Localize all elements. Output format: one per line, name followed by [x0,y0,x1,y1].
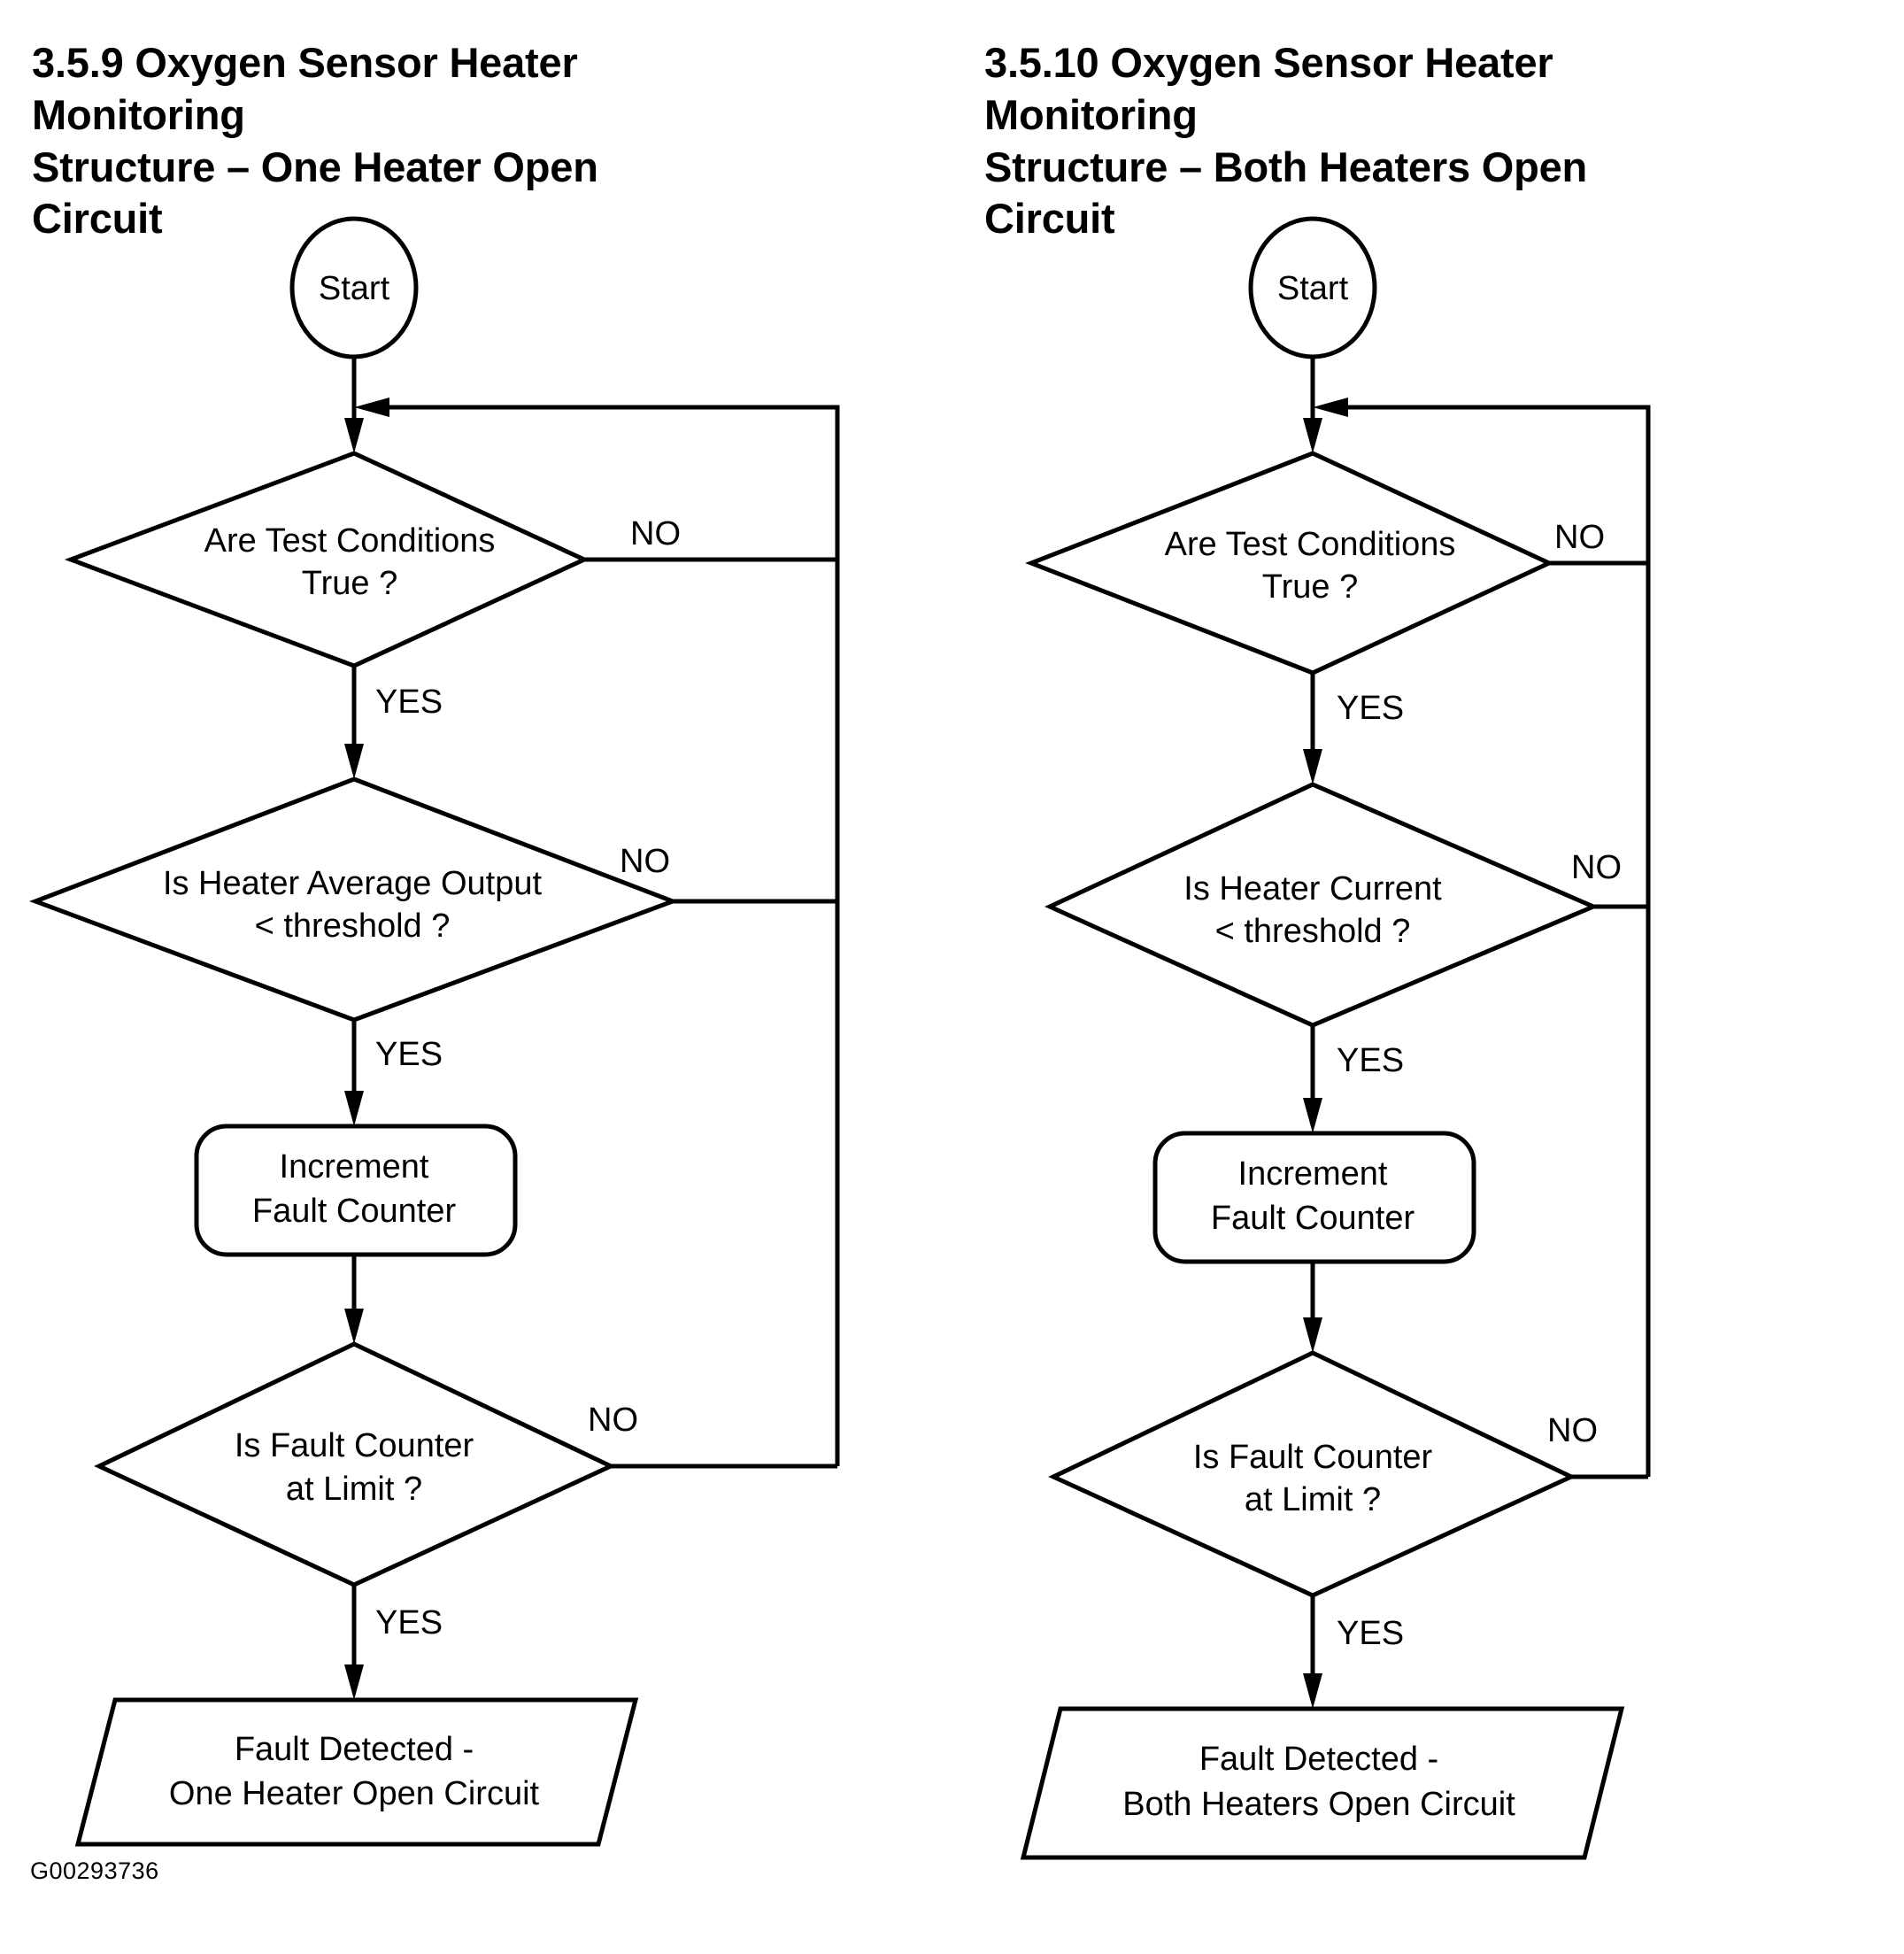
edge-label-decision3-yes-left: YES [375,1604,443,1641]
arrowhead-decision2-left [344,744,364,779]
arrowhead-decision3-left [344,1309,364,1344]
arrowhead-feedback-left [354,398,389,417]
edge-label-decision3-no-left: NO [588,1402,638,1439]
node-decision1-left-line2: True ? [302,565,397,602]
node-decision1-right-line1: Are Test Conditions [1165,526,1456,563]
arrowhead-process1-left [344,1091,364,1126]
node-decision3-right[interactable] [1048,1350,1576,1598]
node-terminal-right-line2: Both Heaters Open Circuit [1122,1786,1515,1823]
node-decision3-left-line2: at Limit ? [286,1471,422,1508]
arrowhead-process1-right [1303,1098,1322,1133]
arrowhead-terminal-right [1303,1673,1322,1709]
edge-label-decision2-no-right: NO [1571,849,1622,886]
edge-label-decision2-yes-right: YES [1337,1042,1404,1079]
node-decision1-left[interactable] [64,451,590,668]
node-decision1-left-line1: Are Test Conditions [204,522,496,560]
node-process1-left-line1: Increment [280,1148,429,1186]
node-decision2-left-line2: < threshold ? [255,907,451,945]
node-decision3-right-line2: at Limit ? [1245,1481,1381,1518]
arrowhead-decision1-right [1303,418,1322,453]
node-process1-right-line2: Fault Counter [1211,1200,1415,1237]
node-decision1-right-line2: True ? [1262,568,1358,606]
edge-label-decision3-yes-right: YES [1337,1615,1404,1652]
node-decision3-left[interactable] [94,1341,616,1587]
node-terminal-left-line1: Fault Detected - [235,1731,474,1768]
node-process1-left[interactable] [194,1124,518,1257]
node-decision3-left-line1: Is Fault Counter [235,1427,474,1464]
node-start-right-label: Start [1277,270,1349,307]
node-decision2-right[interactable] [1044,782,1600,1028]
edge-label-decision2-yes-left: YES [375,1036,443,1073]
figure-id-label: G00293736 [30,1857,159,1884]
edge-feedback-bus-right [1329,405,1651,1477]
page-title-left: 3.5.9 Oxygen Sensor Heater Monitoring St… [32,39,598,243]
edge-label-decision1-yes-right: YES [1337,690,1404,727]
node-decision2-left-line1: Is Heater Average Output [163,865,543,902]
arrowhead-decision2-right [1303,749,1322,784]
page-title-right: 3.5.10 Oxygen Sensor Heater Monitoring S… [984,39,1588,243]
edge-label-decision1-no-left: NO [630,515,681,552]
arrowhead-feedback-right [1313,398,1348,417]
arrowhead-decision1-left [344,418,364,453]
node-process1-right-line1: Increment [1238,1155,1388,1193]
edge-label-decision3-no-right: NO [1547,1412,1598,1449]
node-decision3-right-line1: Is Fault Counter [1193,1439,1433,1476]
node-terminal-right-line1: Fault Detected - [1199,1741,1438,1778]
node-terminal-left[interactable] [74,1697,639,1847]
node-terminal-left-line2: One Heater Open Circuit [169,1775,540,1812]
node-decision2-right-line1: Is Heater Current [1183,870,1442,907]
arrowhead-terminal-left [344,1664,364,1700]
node-process1-right[interactable] [1152,1131,1476,1264]
node-terminal-right[interactable] [1020,1706,1625,1860]
edge-feedback-bus-left [370,405,840,1466]
flowchart-left: Start Are Test Conditions True ? NO YES … [28,216,840,1847]
node-decision1-right[interactable] [1025,451,1554,676]
edge-label-decision1-yes-left: YES [375,684,443,721]
node-process1-left-line2: Fault Counter [252,1193,457,1230]
edge-label-decision2-no-left: NO [620,843,670,880]
flowchart-right: Start Are Test Conditions True ? NO YES … [1020,216,1651,1860]
edge-label-decision1-no-right: NO [1554,519,1605,556]
node-start-left-label: Start [319,270,390,307]
arrowhead-decision3-right [1303,1317,1322,1353]
node-decision2-left[interactable] [28,776,680,1023]
node-decision2-right-line2: < threshold ? [1215,913,1411,950]
